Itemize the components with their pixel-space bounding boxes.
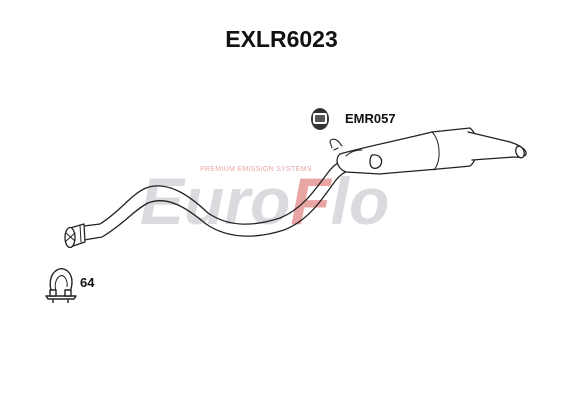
pipe-inlet-slot bbox=[65, 232, 76, 242]
tailpipe-outlet bbox=[515, 145, 525, 159]
hanger-bracket-2 bbox=[333, 147, 339, 151]
pipe-edge-lower bbox=[83, 165, 375, 241]
exhaust-clamp-icon bbox=[45, 268, 77, 303]
silencer-top-rib bbox=[345, 149, 363, 157]
hanger-bracket bbox=[329, 138, 343, 149]
clamp-part-label: 64 bbox=[80, 275, 95, 290]
watermark-lo: lo bbox=[331, 164, 390, 238]
silencer-inlet-neck bbox=[369, 154, 383, 169]
euroflo-watermark: EuroFlo bbox=[140, 164, 389, 238]
silencer-seam bbox=[431, 131, 440, 171]
pipe-edge-upper bbox=[83, 154, 373, 227]
watermark-brand-text: EuroFlo bbox=[140, 164, 389, 238]
pipe-assembly bbox=[64, 127, 527, 249]
silencer-body bbox=[336, 127, 479, 175]
watermark-tagline: PREMIUM EMISSION SYSTEMS bbox=[200, 166, 312, 173]
pipe-inlet-collar bbox=[79, 224, 82, 243]
part-number-title: EXLR6023 bbox=[225, 26, 338, 52]
rubber-mount-icon bbox=[311, 108, 329, 130]
mount-part-label: EMR057 bbox=[345, 111, 396, 126]
